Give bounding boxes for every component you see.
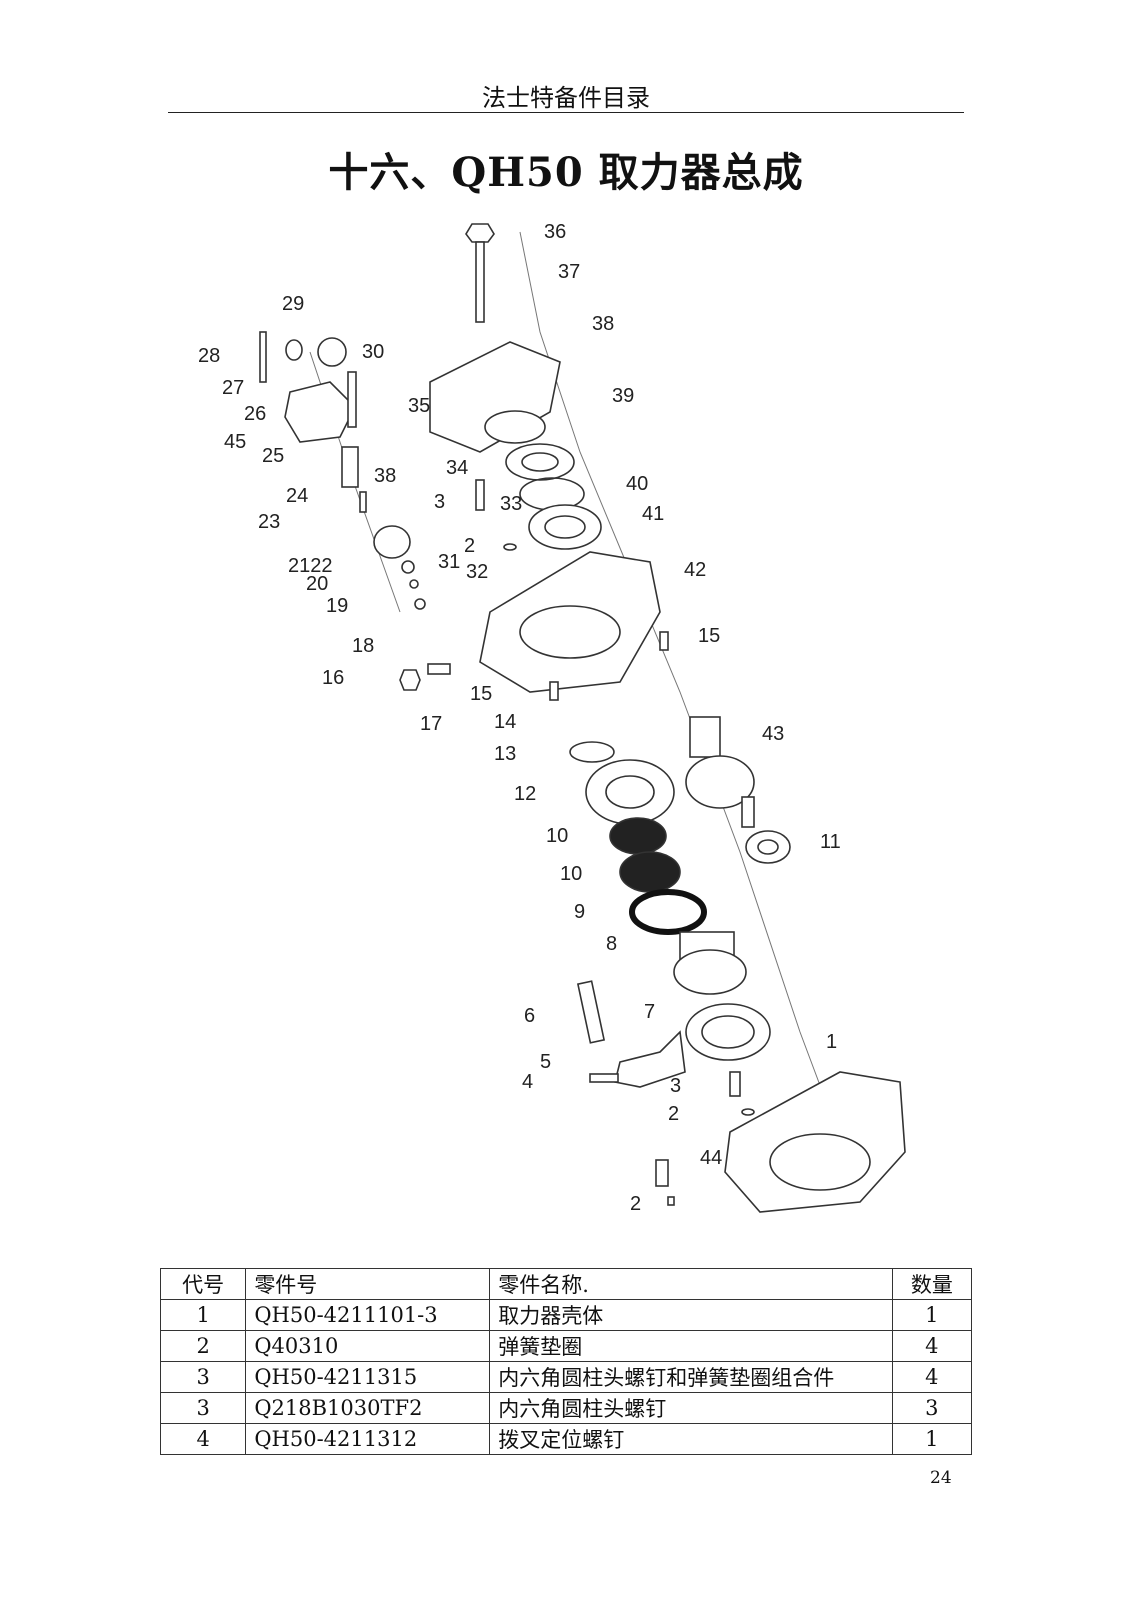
cell-part-name: 内六角圆柱头螺钉和弹簧垫圈组合件 xyxy=(489,1361,893,1393)
cell-quantity: 1 xyxy=(891,1423,973,1455)
callout-label: 14 xyxy=(494,711,516,733)
callout-label: 31 xyxy=(438,551,460,573)
callout-label: 37 xyxy=(558,261,580,283)
cell-quantity: 1 xyxy=(891,1299,973,1331)
cell-quantity: 3 xyxy=(891,1392,973,1424)
cell-code: 1 xyxy=(159,1299,247,1331)
callout-label: 9 xyxy=(574,901,585,923)
cell-part-name: 内六角圆柱头螺钉 xyxy=(489,1392,893,1424)
callout-label: 45 xyxy=(224,431,246,453)
callout-label: 5 xyxy=(540,1051,551,1073)
callout-label: 10 xyxy=(546,825,568,847)
callout-label: 3 xyxy=(434,491,445,513)
cell-part-name: 弹簧垫圈 xyxy=(489,1330,893,1362)
callout-label: 2 xyxy=(630,1193,641,1215)
callout-label: 10 xyxy=(560,863,582,885)
callout-label: 30 xyxy=(362,341,384,363)
cell-part-number: QH50-4211101-3 xyxy=(245,1299,491,1331)
callout-label: 24 xyxy=(286,485,308,507)
callout-label: 41 xyxy=(642,503,664,525)
callout-label: 16 xyxy=(322,667,344,689)
callout-label: 44 xyxy=(700,1147,722,1169)
callout-label: 25 xyxy=(262,445,284,467)
callout-label: 28 xyxy=(198,345,220,367)
callout-label: 2 xyxy=(668,1103,679,1125)
callout-label: 7 xyxy=(644,1001,655,1023)
callout-label: 29 xyxy=(282,293,304,315)
callout-label: 42 xyxy=(684,559,706,581)
callout-label: 8 xyxy=(606,933,617,955)
cell-code: 2 xyxy=(159,1330,247,1362)
callout-labels: 36 37 38 39 28 29 30 27 26 45 25 35 38 3… xyxy=(198,221,841,1215)
diagram-svg: 36 37 38 39 28 29 30 27 26 45 25 35 38 3… xyxy=(198,221,906,1215)
callout-label: 26 xyxy=(244,403,266,425)
callout-label: 39 xyxy=(612,385,634,407)
cell-part-number: Q40310 xyxy=(245,1330,491,1362)
callout-label: 43 xyxy=(762,723,784,745)
callout-label: 17 xyxy=(420,713,442,735)
cell-part-name: 拨叉定位螺钉 xyxy=(489,1423,893,1455)
callout-label: 12 xyxy=(514,783,536,805)
callout-label: 15 xyxy=(698,625,720,647)
callout-label: 38 xyxy=(374,465,396,487)
parts-table: 代号 零件号 零件名称. 数量 1 QH50-4211101-3 取力器壳体 1… xyxy=(159,1268,973,1455)
callout-label: 20 xyxy=(306,573,328,595)
callout-label: 11 xyxy=(820,831,841,853)
cell-part-name: 取力器壳体 xyxy=(489,1299,893,1331)
table-header-row: 代号 零件号 零件名称. 数量 xyxy=(159,1268,973,1300)
cell-part-number: QH50-4211312 xyxy=(245,1423,491,1455)
callout-label: 36 xyxy=(544,221,566,243)
callout-label: 4 xyxy=(522,1071,533,1093)
cell-part-number: QH50-4211315 xyxy=(245,1361,491,1393)
cell-quantity: 4 xyxy=(891,1361,973,1393)
callout-label: 27 xyxy=(222,377,244,399)
callout-label: 23 xyxy=(258,511,280,533)
callout-label: 33 xyxy=(500,493,522,515)
header-rule xyxy=(168,112,964,113)
cell-code: 4 xyxy=(159,1423,247,1455)
callout-label: 35 xyxy=(408,395,430,417)
callout-label: 38 xyxy=(592,313,614,335)
cell-code: 3 xyxy=(159,1392,247,1424)
callout-label: 3 xyxy=(670,1075,681,1097)
page-number: 24 xyxy=(930,1468,952,1488)
exploded-parts-diagram: 36 37 38 39 28 29 30 27 26 45 25 35 38 3… xyxy=(160,212,972,1238)
callout-label: 18 xyxy=(352,635,374,657)
table-row: 2 Q40310 弹簧垫圈 4 xyxy=(159,1330,973,1362)
callout-label: 19 xyxy=(326,595,348,617)
callout-label: 32 xyxy=(466,561,488,583)
cell-part-number: Q218B1030TF2 xyxy=(245,1392,491,1424)
callout-label: 2122 xyxy=(288,555,333,577)
header-code: 代号 xyxy=(159,1268,247,1300)
table-row: 3 QH50-4211315 内六角圆柱头螺钉和弹簧垫圈组合件 4 xyxy=(159,1361,973,1393)
callout-label: 1 xyxy=(826,1031,837,1053)
callout-label: 15 xyxy=(470,683,492,705)
header-part-number: 零件号 xyxy=(245,1268,491,1300)
cell-code: 3 xyxy=(159,1361,247,1393)
cell-quantity: 4 xyxy=(891,1330,973,1362)
header-part-name: 零件名称. xyxy=(489,1268,893,1300)
running-head: 法士特备件目录 xyxy=(482,84,650,112)
table-row: 4 QH50-4211312 拨叉定位螺钉 1 xyxy=(159,1423,973,1455)
callout-label: 13 xyxy=(494,743,516,765)
page-title: 十六、QH50 取力器总成 xyxy=(328,149,804,196)
callout-label: 34 xyxy=(446,457,468,479)
header-quantity: 数量 xyxy=(891,1268,973,1300)
callout-label: 2 xyxy=(464,535,475,557)
table-row: 3 Q218B1030TF2 内六角圆柱头螺钉 3 xyxy=(159,1392,973,1424)
table-row: 1 QH50-4211101-3 取力器壳体 1 xyxy=(159,1299,973,1331)
callout-label: 6 xyxy=(524,1005,535,1027)
callout-label: 40 xyxy=(626,473,648,495)
